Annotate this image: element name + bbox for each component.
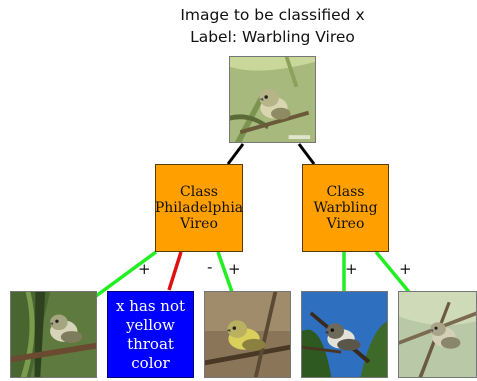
prototype-photo-2 — [204, 291, 291, 378]
class-label-line-3: Vireo — [180, 216, 218, 232]
edge-root-to-philadelphia — [226, 143, 245, 165]
edge-philadelphia-negative — [167, 251, 183, 291]
class-box-philadelphia-vireo: Class Philadelphia Vireo — [155, 164, 243, 252]
class-label-line-1: Class — [180, 184, 218, 200]
class-label-line-1: Class — [326, 184, 365, 200]
edge-root-to-warbling — [297, 143, 316, 165]
concept-text-line-1: x has not — [115, 296, 186, 315]
concept-text-line-2: yellow — [126, 315, 175, 334]
positive-sign: + — [345, 260, 358, 278]
class-label-line-2: Philadelphia — [154, 200, 244, 216]
negative-sign: - — [207, 258, 213, 276]
prototype-photo-1 — [10, 291, 97, 378]
class-label-line-2: Warbling — [313, 200, 378, 216]
title-line-1: Image to be classified x — [180, 6, 365, 24]
title-line-2: Label: Warbling Vireo — [190, 28, 355, 46]
positive-sign: + — [138, 260, 151, 278]
prototype-photo-3 — [301, 291, 388, 378]
positive-sign: + — [399, 260, 412, 278]
positive-sign: + — [228, 260, 241, 278]
edge-warbling-positive-2 — [374, 250, 411, 294]
root-bird-photo — [229, 56, 316, 143]
class-box-warbling-vireo: Class Warbling Vireo — [302, 164, 389, 252]
concept-text-line-4: color — [131, 353, 170, 372]
concept-text-line-3: throat — [127, 334, 174, 353]
concept-box-no-yellow-throat: x has not yellow throat color — [107, 291, 194, 378]
edge-philadelphia-positive-2 — [216, 251, 234, 293]
class-label-line-3: Vireo — [326, 216, 365, 232]
edge-philadelphia-positive-1 — [94, 250, 158, 298]
prototype-photo-4 — [398, 291, 477, 378]
